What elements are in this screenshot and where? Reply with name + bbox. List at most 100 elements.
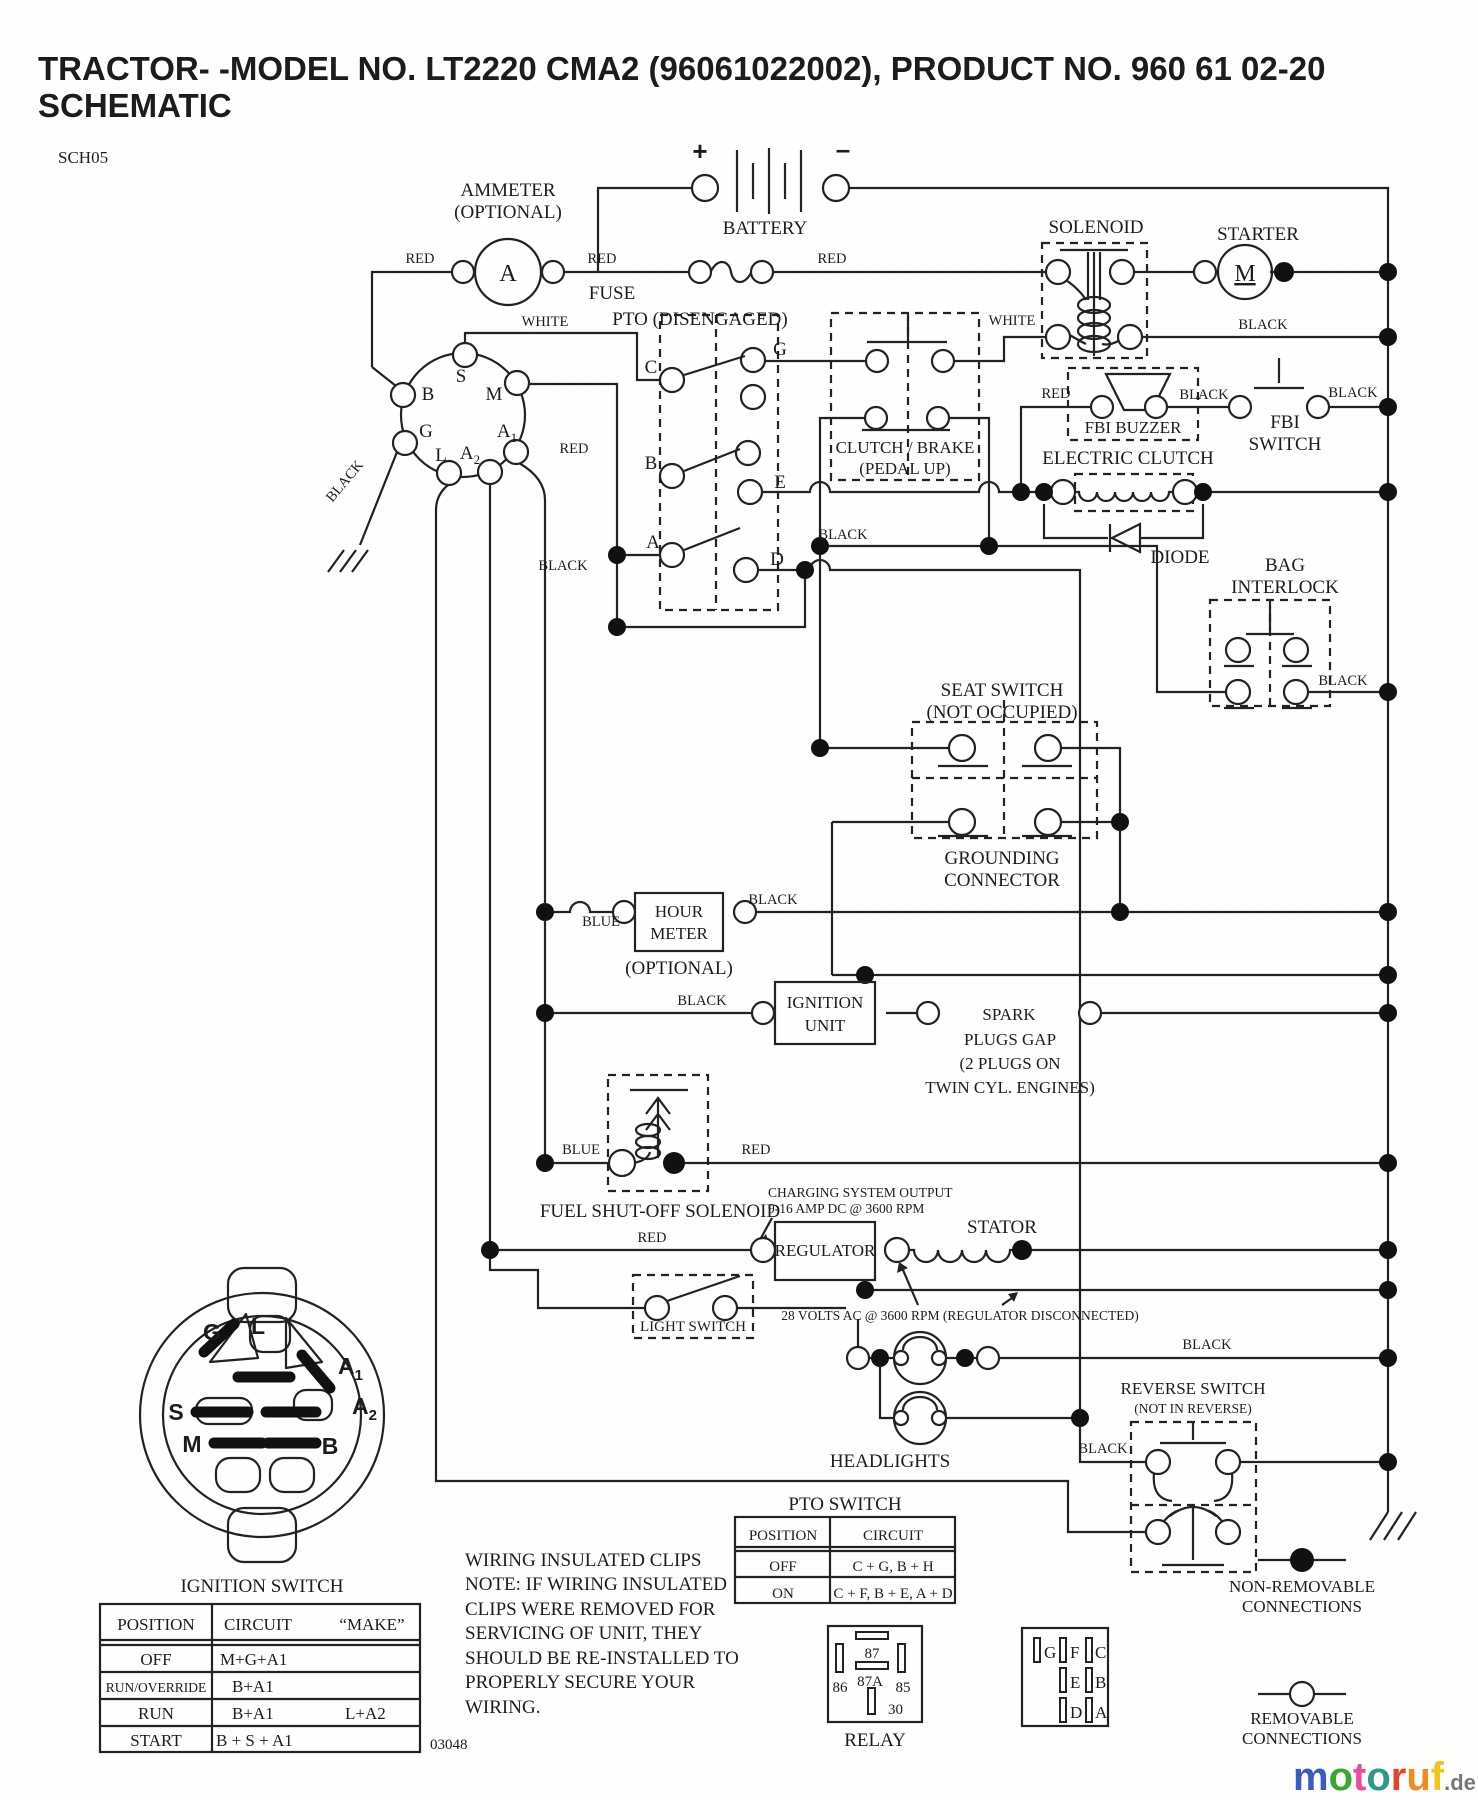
connector-pin-g: G [1044,1643,1056,1662]
bag-interlock-label-2: INTERLOCK [1231,577,1339,598]
pto-terminal-g: G [773,339,787,360]
legend-removable-2: CONNECTIONS [1242,1729,1362,1748]
table-cell: M+G+A1 [220,1650,287,1669]
solenoid-coil [1076,308,1112,328]
connector-pin-b: B [1095,1673,1106,1692]
wire-labels: RED RED RED RED RED RED RED WHITE WHITE … [323,251,1378,1457]
key-label-a1: A1 [338,1353,363,1384]
fuel-solenoid-box [606,1073,710,1193]
battery-plates [735,148,803,214]
hour-meter-label-2: METER [650,924,708,943]
battery-minus: – [836,134,850,164]
key-label-s: S [168,1399,183,1425]
grounding-label-2: CONNECTOR [944,870,1060,891]
wire-label-black: BLACK [538,558,588,574]
harness-connector-pins [1033,1637,1093,1723]
note-line: WIRING INSULATED CLIPS [465,1550,701,1571]
pto-table-col-circuit: CIRCUIT [863,1528,923,1544]
electric-clutch-label: ELECTRIC CLUTCH [1042,448,1214,469]
component-symbols [630,148,1312,1567]
fuel-solenoid-coil [634,1145,662,1161]
seat-switch-label-1: SEAT SWITCH [941,680,1064,701]
reverse-switch-label-1: REVERSE SWITCH [1121,1379,1266,1398]
spark-label-1: SPARK [982,1005,1036,1024]
key-label-a2: A2 [352,1393,377,1424]
wire-label-red: RED [638,1230,667,1246]
table-cell: START [130,1731,182,1750]
logo-letter: u [1406,1755,1430,1799]
stator-coil [909,1248,1016,1264]
ignition-table-col-circuit: CIRCUIT [224,1615,293,1634]
wire-label-white: WHITE [989,313,1036,329]
light-switch-label: LIGHT SWITCH [640,1319,746,1335]
logo-letter: o [1329,1755,1353,1799]
headlights-label: HEADLIGHTS [830,1451,950,1472]
reverse-switch-internals [1152,1422,1234,1567]
relay-pin-87: 87 [865,1646,881,1662]
solenoid-coil [1076,321,1112,341]
starter-motor-body [1216,243,1274,301]
headlight-filaments [901,1335,939,1411]
wire-label-black: BLACK [1318,673,1368,689]
ignition-unit-box [773,980,877,1046]
wire-label-red: RED [406,251,435,267]
solenoid-box [1040,241,1149,360]
page-subtitle: SCHEMATIC [38,87,232,124]
hour-meter-optional: (OPTIONAL) [625,958,733,979]
connector-pin-c: C [1095,1643,1106,1662]
table-cell: OFF [140,1650,171,1669]
bag-interlock-label-1: BAG [1265,555,1305,576]
fuse-element [710,261,752,283]
connector-tab-top [226,1266,298,1324]
charging-note-2: 9-16 AMP DC @ 3600 RPM [768,1201,924,1216]
relay-pin-30: 30 [888,1702,903,1718]
connector-outer-ring [138,1291,386,1539]
relay-pin-87a: 87A [857,1674,883,1690]
wire-label-blue: BLUE [562,1142,600,1158]
sheet-code: SCH05 [58,148,108,167]
key-label-b: B [322,1433,339,1459]
note-line: WIRING. [465,1697,540,1718]
stator-note: 28 VOLTS AC @ 3600 RPM (REGULATOR DISCON… [781,1308,1139,1323]
wire-label-blue: BLUE [582,914,620,930]
ring-terminal-l: L [435,445,447,466]
wire-label-black: BLACK [1078,1441,1128,1457]
solenoid-label: SOLENOID [1049,217,1144,238]
relay-pinout: 87 87A 86 85 30 RELAY [833,1631,911,1751]
relay-pin-85: 85 [896,1680,911,1696]
pto-terminal-e: E [774,472,786,493]
clutch-brake-label-1: CLUTCH / BRAKE [836,438,975,457]
pto-switch-table: PTO SWITCH POSITION CIRCUIT OFF C + G, B… [733,1494,957,1605]
wire-label-black: BLACK [748,892,798,908]
logo-letter: r [1391,1755,1407,1799]
bag-interlock-plunger [1224,606,1312,710]
solid-boxes [633,891,1110,1728]
dashed-boxes [606,241,1332,1574]
pto-switch-box [658,313,780,612]
harness-connector-pinout: G F C E B D A [1033,1637,1108,1723]
fbi-switch-plunger [1254,358,1304,390]
relay-label: RELAY [844,1730,906,1751]
pto-terminal-d: D [770,549,784,570]
legend-nonremovable-2: CONNECTIONS [1242,1597,1362,1616]
ammeter-symbol: A [499,261,517,287]
note-line: SHOULD BE RE-INSTALLED TO [465,1648,739,1669]
fbi-buzzer-label: FBI BUZZER [1085,418,1182,437]
ignition-switch-connector: G L A1 A2 S M B IGNITION SWITCH [138,1266,386,1597]
pto-terminal-a: A [646,532,660,553]
fbi-switch-label-1: FBI [1270,412,1300,433]
logo-letter: m [1293,1755,1329,1799]
table-cell: B+A1 [232,1704,274,1723]
table-cell: ON [772,1586,794,1602]
stator-arrowhead-1 [897,1262,908,1273]
wire-label-red: RED [1042,386,1071,402]
pto-contact-blades [683,354,746,552]
ignition-switch-caption: IGNITION SWITCH [180,1576,343,1597]
wire-label-black: BLACK [1182,1337,1232,1353]
fbi-buzzer-box [1066,366,1200,442]
terminal-letters: C B A G E D S B M G L A2 A1 [419,339,787,570]
doc-number: 03048 [430,1737,468,1753]
diode-symbol [1108,522,1142,554]
fuse-label: FUSE [589,283,635,304]
